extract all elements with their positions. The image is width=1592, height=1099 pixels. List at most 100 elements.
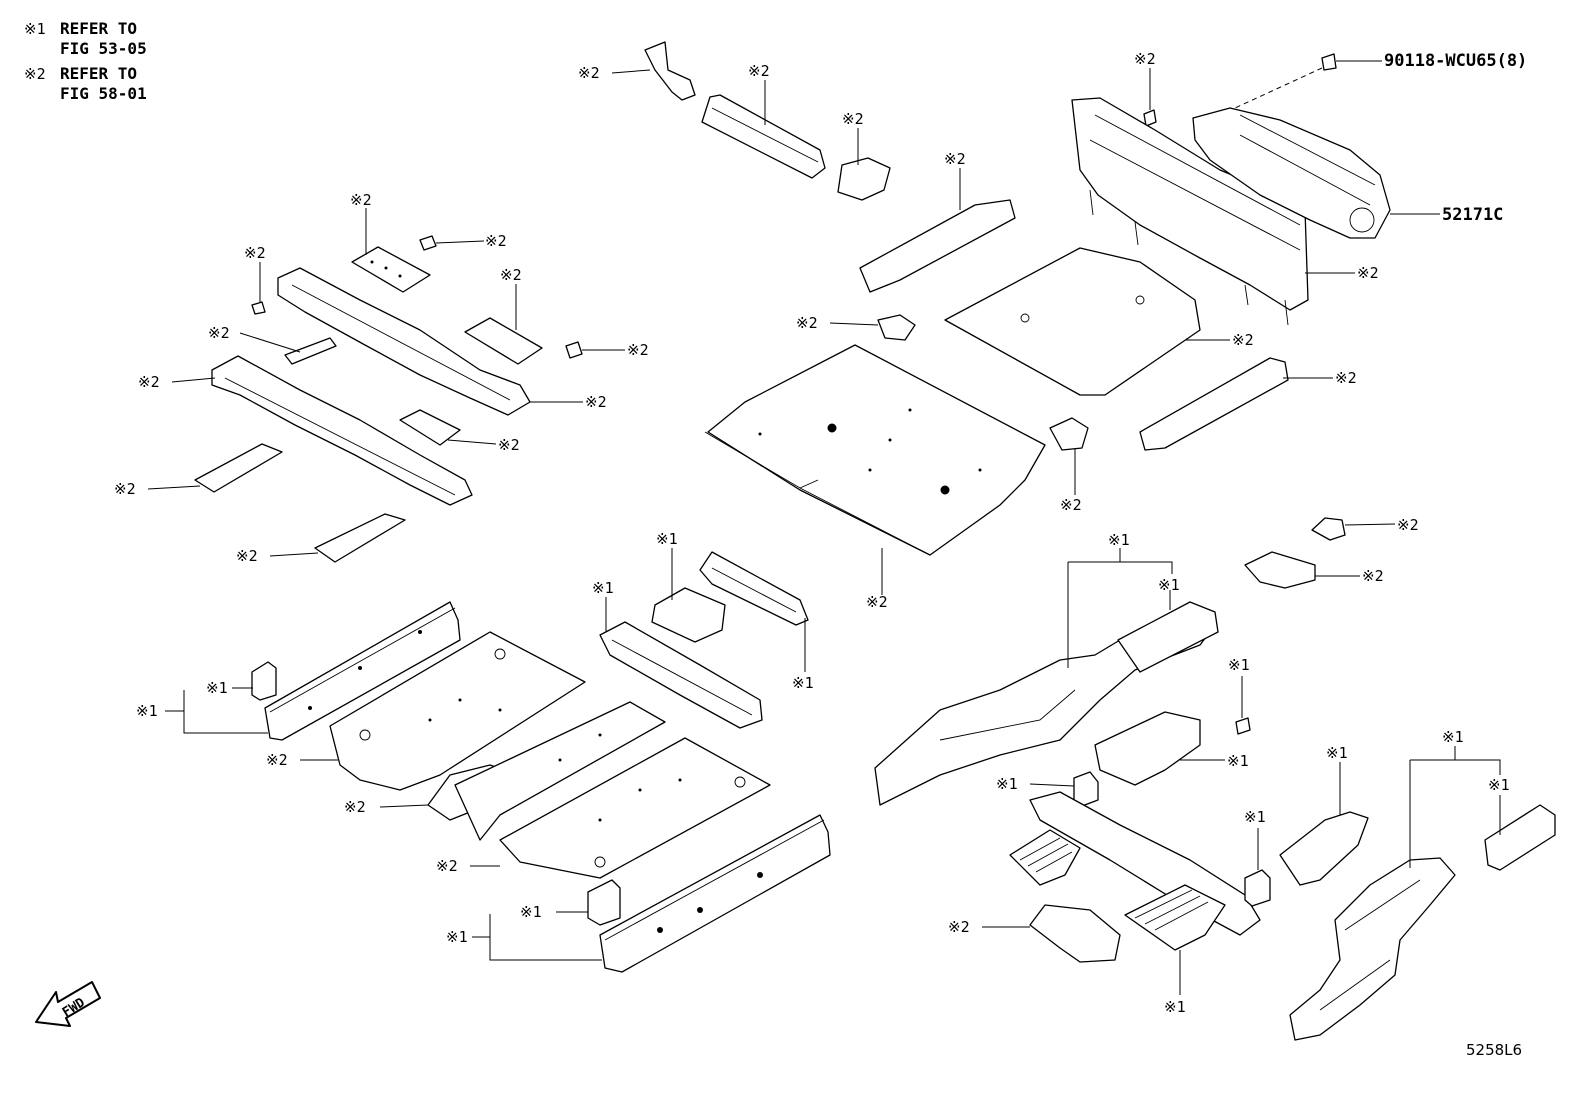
upper-crossmember-part[interactable] <box>701 94 826 179</box>
label-tunnel-side-member: ※1 <box>592 579 614 597</box>
label-strip-1: ※2 <box>114 480 136 498</box>
label-bolt-upper-right: ※2 <box>1134 50 1156 68</box>
center-floor-pan[interactable] <box>707 344 1046 556</box>
label-floor-strip: ※2 <box>944 150 966 168</box>
label-front-floor-pan-right: ※2 <box>436 857 458 875</box>
small-block-2[interactable] <box>1244 869 1271 907</box>
label-plate-1: ※2 <box>350 191 372 209</box>
curved-support-bracket[interactable] <box>1279 811 1369 886</box>
legend-ref2-line2: FIG 58-01 <box>60 84 147 103</box>
small-block-bracket[interactable] <box>1073 771 1099 807</box>
label-front-floor-pan-left: ※2 <box>266 751 288 769</box>
small-tray[interactable] <box>399 409 461 446</box>
legend-ref1-line2: FIG 53-05 <box>60 39 147 58</box>
floor-crossmember-rear[interactable] <box>211 355 473 506</box>
label-right-small-bracket: ※2 <box>1397 516 1419 534</box>
label-clip: ※2 <box>244 244 266 262</box>
legend-ref1-line1: REFER TO <box>60 19 137 38</box>
label-tunnel-bracket: ※2 <box>344 798 366 816</box>
legend-ref2-line1: REFER TO <box>60 64 137 83</box>
bolt-upper-right[interactable] <box>1143 109 1157 127</box>
floor-small-bracket[interactable] <box>877 314 916 341</box>
left-side-sill-lower[interactable] <box>599 814 831 973</box>
rear-side-member-assembly[interactable] <box>1289 857 1456 1041</box>
label-floor-small-bracket: ※2 <box>796 314 818 332</box>
label-plate-2: ※2 <box>500 266 522 284</box>
front-floor-pan-left[interactable] <box>329 631 586 791</box>
label-small-bracket-1: ※2 <box>208 324 230 342</box>
rear-floor-pan[interactable] <box>944 247 1201 396</box>
label-crossmember-front: ※2 <box>585 393 607 411</box>
reinforcement-plate-1[interactable] <box>351 246 431 293</box>
center-floor-pan-group: ※2 ※2 ※2 <box>704 150 1046 611</box>
label-rear-small-bracket: ※2 <box>1060 496 1082 514</box>
top-center-parts: ※2 ※2 ※2 <box>578 41 891 201</box>
reinforcement-plate-2[interactable] <box>464 317 543 365</box>
label-bolt-1: ※2 <box>485 232 507 250</box>
front-floor-pan-center[interactable] <box>454 701 666 841</box>
label-right-rear-member: ※1 <box>1488 776 1510 794</box>
catalog-code: 5258L6 <box>1466 1041 1522 1059</box>
front-floor-pan-right[interactable] <box>499 737 771 879</box>
fwd-arrow-icon <box>35 981 101 1027</box>
right-tray[interactable] <box>1244 551 1316 589</box>
label-left-sill-bracket-upper: ※1 <box>206 679 228 697</box>
label-rear-floor-pan: ※2 <box>1232 331 1254 349</box>
rear-lower-plate[interactable] <box>1029 904 1121 963</box>
top-left-parts: ※2 ※2 ※2 ※2 ※2 ※2 ※2 ※2 ※ <box>114 191 649 565</box>
vertical-bracket-part[interactable] <box>644 41 696 101</box>
label-rear-crossmember: ※2 <box>1357 264 1379 282</box>
label-upper-crossmember: ※2 <box>748 62 770 80</box>
fwd-arrow: FWD <box>35 981 101 1027</box>
label-crossmember-rear: ※2 <box>138 373 160 391</box>
left-side-sill-upper[interactable] <box>264 601 461 741</box>
label-rear-side-strip: ※2 <box>1335 369 1357 387</box>
small-gusset-part[interactable] <box>837 157 891 201</box>
lower-right-parts: ※1 ※1 ※1 ※1 ※1 ※1 ※2 ※1 ※1 <box>874 531 1556 1041</box>
left-sill-bracket-upper[interactable] <box>251 661 277 701</box>
bolt-lower-right[interactable] <box>1235 717 1251 735</box>
small-bracket-1[interactable] <box>284 337 337 365</box>
label-curved-support-bracket: ※1 <box>1326 744 1348 762</box>
label-left-sill-bracket-lower: ※1 <box>520 903 542 921</box>
label-right-member-extension: ※1 <box>1158 576 1180 594</box>
rear-crossmember[interactable] <box>1071 97 1309 311</box>
legend-ref1-mark: ※1 <box>24 20 46 38</box>
label-left-sill-upper-group: ※1 <box>136 702 158 720</box>
step-plate-left[interactable] <box>1009 829 1081 886</box>
reinforcement-strip-2[interactable] <box>314 513 406 563</box>
rear-floor-side-plate[interactable] <box>1094 711 1201 786</box>
label-bolt-2: ※2 <box>627 341 649 359</box>
rear-side-strip[interactable] <box>1139 357 1289 451</box>
step-plate-right[interactable] <box>1124 884 1226 951</box>
label-rear-floor-side-plate: ※1 <box>1227 752 1249 770</box>
label-vertical-bracket: ※2 <box>578 64 600 82</box>
label-small-block-bracket: ※1 <box>996 775 1018 793</box>
label-right-tray: ※2 <box>1362 567 1384 585</box>
bolt-1[interactable] <box>419 235 437 251</box>
center-tunnel-reinforcement[interactable] <box>699 551 809 626</box>
label-rear-side-member-assembly: ※1 <box>1442 728 1464 746</box>
bolt-2[interactable] <box>565 341 583 359</box>
floor-crossmember-front[interactable] <box>277 267 531 416</box>
floor-reinforcement-strip[interactable] <box>859 199 1016 293</box>
rear-panel-52171C[interactable] <box>1192 107 1391 239</box>
tunnel-gusset[interactable] <box>651 587 726 643</box>
label-bolt-lower-right: ※1 <box>1228 656 1250 674</box>
right-member-extension[interactable] <box>1117 601 1219 673</box>
label-small-gusset: ※2 <box>842 110 864 128</box>
left-sill-bracket-lower[interactable] <box>587 879 621 926</box>
label-tunnel-reinforcement: ※1 <box>792 674 814 692</box>
legend-ref2-mark: ※2 <box>24 65 46 83</box>
right-rear-member[interactable] <box>1484 804 1556 871</box>
bolt-90118[interactable] <box>1321 53 1337 71</box>
upper-right-parts: ※2 ※2 90118-WCU65(8) 52171C ※2 ※2 ※ <box>944 50 1527 589</box>
label-left-sill-lower-group: ※1 <box>446 928 468 946</box>
tunnel-side-member[interactable] <box>599 621 763 729</box>
right-small-bracket[interactable] <box>1311 517 1346 541</box>
reinforcement-strip-1[interactable] <box>194 443 283 493</box>
rear-small-bracket[interactable] <box>1049 417 1089 451</box>
part-number-52171C: 52171C <box>1442 205 1503 225</box>
clip-part[interactable] <box>251 301 266 315</box>
